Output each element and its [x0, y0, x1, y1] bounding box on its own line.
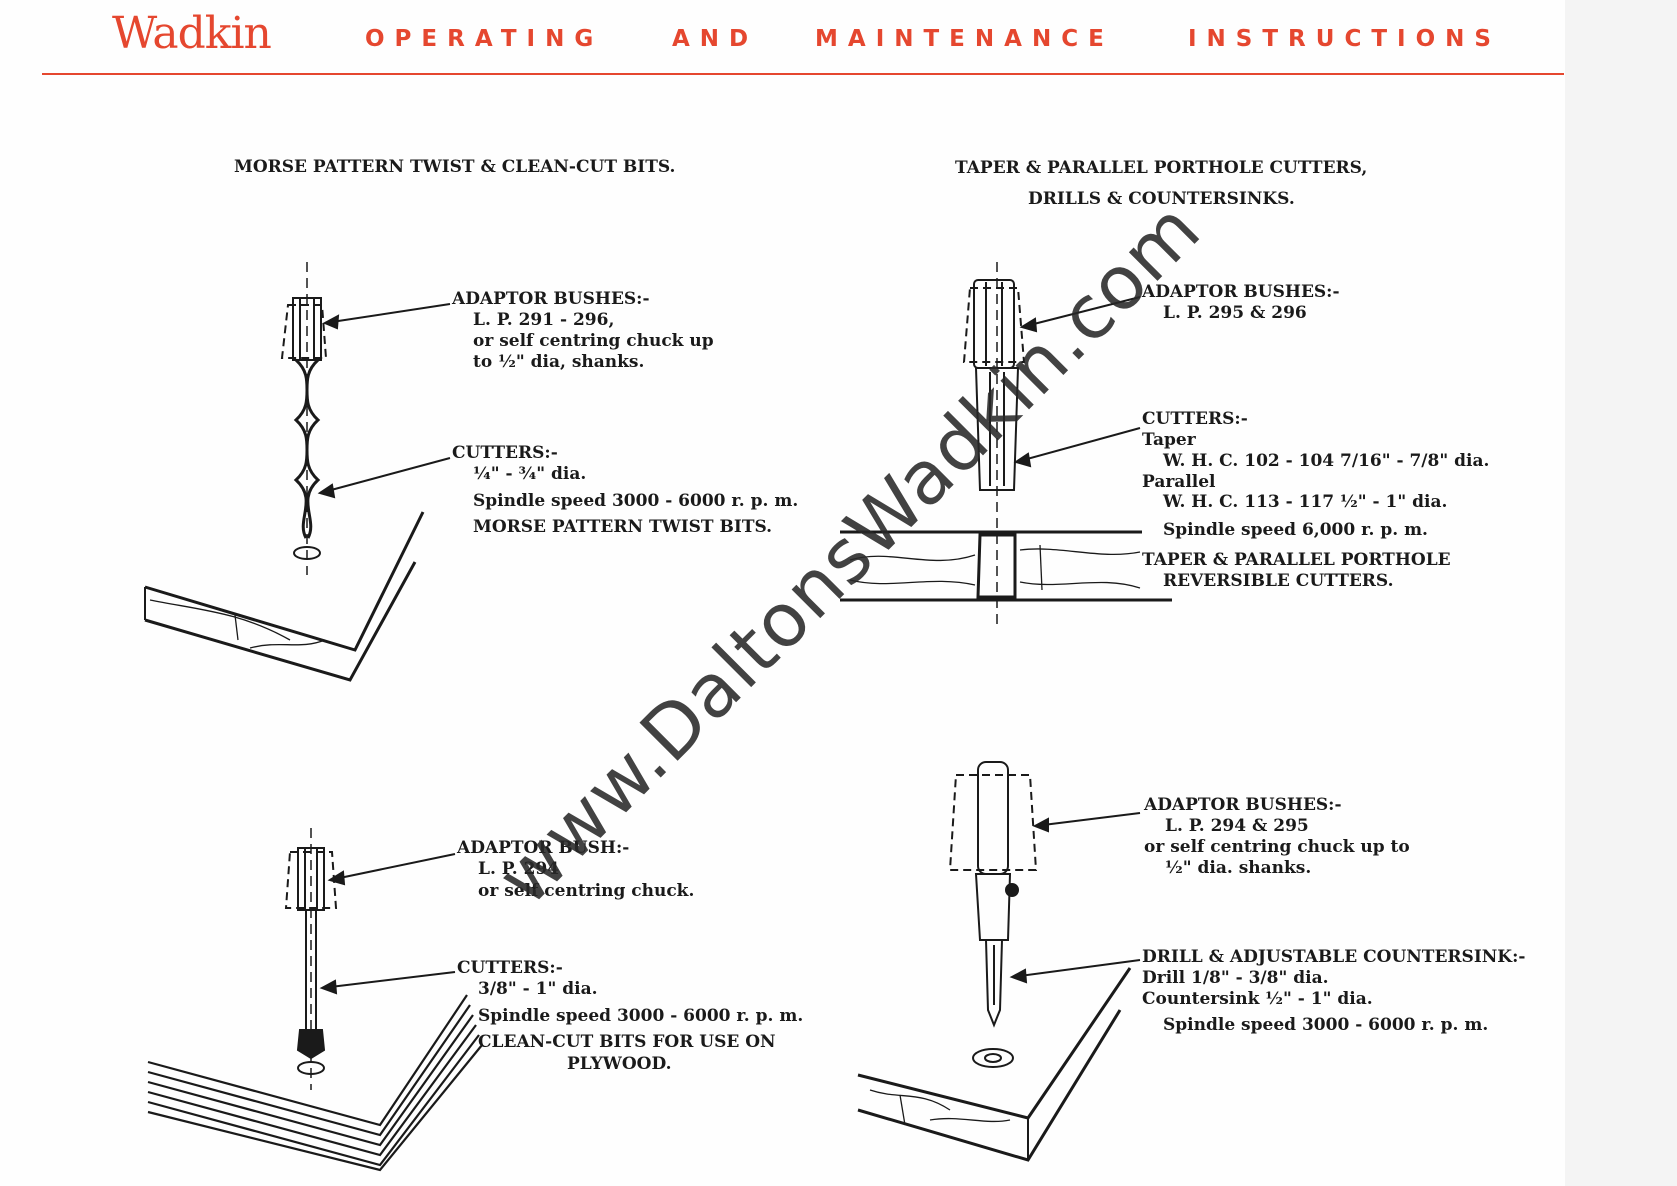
- header-word-maintenance: MAINTENANCE: [815, 26, 1114, 52]
- cleancut-adaptor-line-1: L. P. 294: [478, 859, 560, 879]
- countersink-adaptor-line-2: or self centring chuck up to: [1144, 837, 1410, 857]
- porthole-spindle-speed: Spindle speed 6,000 r. p. m.: [1163, 520, 1428, 540]
- header-word-instructions: INSTRUCTIONS: [1188, 26, 1501, 52]
- cleancut-adaptor-line-2: or self centring chuck.: [478, 881, 695, 901]
- page-sheet: [0, 0, 1565, 1186]
- header-word-and: AND: [672, 26, 759, 52]
- morse-cutters-range: ¼" - ¾" dia.: [473, 464, 587, 484]
- countersink-adaptor-line-3: ½" dia. shanks.: [1165, 858, 1312, 878]
- cleancut-caption-1: CLEAN-CUT BITS FOR USE ON: [478, 1032, 776, 1052]
- countersink-adaptor-heading: ADAPTOR BUSHES:-: [1144, 795, 1342, 815]
- porthole-caption-2: REVERSIBLE CUTTERS.: [1163, 571, 1394, 591]
- countersink-adaptor-line-1: L. P. 294 & 295: [1165, 816, 1309, 836]
- morse-caption: MORSE PATTERN TWIST BITS.: [473, 517, 773, 537]
- cleancut-cutters-heading: CUTTERS:-: [457, 958, 563, 978]
- porthole-adaptor-heading: ADAPTOR BUSHES:-: [1142, 282, 1340, 302]
- page-margin: [1565, 0, 1677, 1186]
- section-title-morse: MORSE PATTERN TWIST & CLEAN-CUT BITS.: [234, 157, 676, 177]
- morse-cutters-heading: CUTTERS:-: [452, 443, 558, 463]
- cleancut-caption-2: PLYWOOD.: [567, 1054, 672, 1074]
- clean-cut-bit-illustration: [147, 828, 483, 1172]
- cleancut-adaptor-heading: ADAPTOR BUSH:-: [457, 838, 630, 858]
- countersink-illustration: [857, 761, 1141, 1162]
- countersink-drill-heading: DRILL & ADJUSTABLE COUNTERSINK:-: [1142, 947, 1526, 967]
- section-title-porthole-1: TAPER & PARALLEL PORTHOLE CUTTERS,: [955, 158, 1368, 178]
- morse-spindle-speed: Spindle speed 3000 - 6000 r. p. m.: [473, 491, 799, 511]
- porthole-adaptor-line-1: L. P. 295 & 296: [1163, 303, 1307, 323]
- countersink-countersink-spec: Countersink ½" - 1" dia.: [1142, 989, 1373, 1009]
- porthole-taper-label: Taper: [1142, 430, 1196, 450]
- porthole-caption-1: TAPER & PARALLEL PORTHOLE: [1142, 550, 1451, 570]
- cleancut-cutters-range: 3/8" - 1" dia.: [478, 979, 598, 999]
- twist-bit-illustration: [144, 262, 451, 682]
- header-rule: [42, 73, 1564, 75]
- porthole-cutters-heading: CUTTERS:-: [1142, 409, 1248, 429]
- countersink-drill-spec: Drill 1/8" - 3/8" dia.: [1142, 968, 1329, 988]
- morse-adaptor-line-3: to ½" dia, shanks.: [473, 352, 645, 372]
- porthole-cutter-illustration: [840, 262, 1172, 630]
- morse-adaptor-line-1: L. P. 291 - 296,: [473, 310, 615, 330]
- porthole-parallel-label: Parallel: [1142, 472, 1216, 492]
- brand-logo: Wadkin: [112, 8, 272, 59]
- morse-adaptor-line-2: or self centring chuck up: [473, 331, 714, 351]
- countersink-spindle-speed: Spindle speed 3000 - 6000 r. p. m.: [1163, 1015, 1489, 1035]
- porthole-parallel-spec: W. H. C. 113 - 117 ½" - 1" dia.: [1163, 492, 1448, 512]
- section-title-porthole-2: DRILLS & COUNTERSINKS.: [1028, 189, 1295, 209]
- porthole-taper-spec: W. H. C. 102 - 104 7/16" - 7/8" dia.: [1163, 451, 1490, 471]
- morse-adaptor-heading: ADAPTOR BUSHES:-: [452, 289, 650, 309]
- header-word-operating: OPERATING: [365, 26, 604, 52]
- cleancut-spindle-speed: Spindle speed 3000 - 6000 r. p. m.: [478, 1006, 804, 1026]
